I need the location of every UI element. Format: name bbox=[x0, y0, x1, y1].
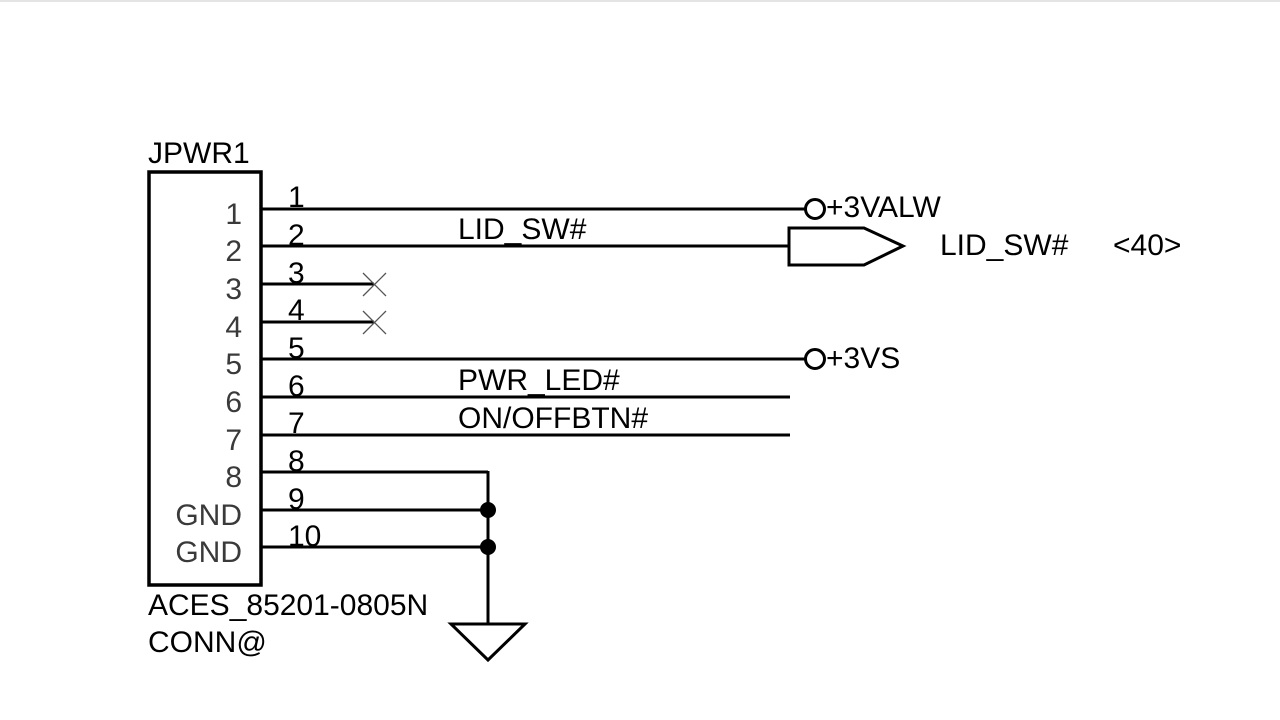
offpage-page-ref[interactable]: <40> bbox=[1113, 229, 1181, 262]
offpage-connector-icon[interactable] bbox=[787, 226, 907, 267]
pin-number-9: 9 bbox=[288, 483, 305, 516]
pin-name-8: 8 bbox=[225, 461, 242, 494]
junction-dot-icon bbox=[480, 502, 496, 518]
pin-name-6: 6 bbox=[225, 386, 242, 419]
pin-numbers: 1 2 3 4 5 6 7 8 9 10 bbox=[288, 181, 321, 553]
pin-number-4: 4 bbox=[288, 294, 305, 327]
power-port-icon bbox=[804, 348, 826, 370]
part-number-label: ACES_85201-0805N bbox=[148, 589, 428, 622]
pin-number-7: 7 bbox=[288, 407, 305, 440]
pin-name-4: 4 bbox=[225, 311, 242, 344]
ground-icon bbox=[447, 622, 529, 663]
net-label-lid-sw: LID_SW# bbox=[458, 213, 587, 246]
variant-label: CONN@ bbox=[148, 626, 267, 659]
pin-number-2: 2 bbox=[288, 219, 305, 252]
pin-number-1: 1 bbox=[288, 181, 305, 214]
pin-number-6: 6 bbox=[288, 370, 305, 403]
power-port-icon bbox=[804, 198, 826, 220]
pin-number-5: 5 bbox=[288, 332, 305, 365]
no-connect-icon bbox=[362, 272, 387, 335]
pin-name-9: GND bbox=[175, 499, 242, 532]
junction-dot-icon bbox=[480, 539, 496, 555]
pin-name-7: 7 bbox=[225, 424, 242, 457]
net-label-pwr-led: PWR_LED# bbox=[458, 364, 620, 397]
pin-name-5: 5 bbox=[225, 348, 242, 381]
top-border bbox=[0, 0, 1280, 2]
pin-number-8: 8 bbox=[288, 445, 305, 478]
refdes-label: JPWR1 bbox=[148, 137, 250, 170]
pin-number-3: 3 bbox=[288, 257, 305, 290]
power-label-3valw: +3VALW bbox=[826, 191, 941, 224]
connector-body[interactable] bbox=[147, 170, 263, 587]
net-label-onoffbtn: ON/OFFBTN# bbox=[458, 402, 648, 435]
pin-name-1: 1 bbox=[225, 198, 242, 231]
pin-names: 1 2 3 4 5 6 7 8 GND GND bbox=[175, 198, 242, 569]
pin-name-2: 2 bbox=[225, 235, 242, 268]
power-label-3vs: +3VS bbox=[826, 342, 900, 375]
offpage-net-label: LID_SW# bbox=[940, 229, 1069, 262]
pin-name-3: 3 bbox=[225, 273, 242, 306]
pin-name-10: GND bbox=[175, 536, 242, 569]
